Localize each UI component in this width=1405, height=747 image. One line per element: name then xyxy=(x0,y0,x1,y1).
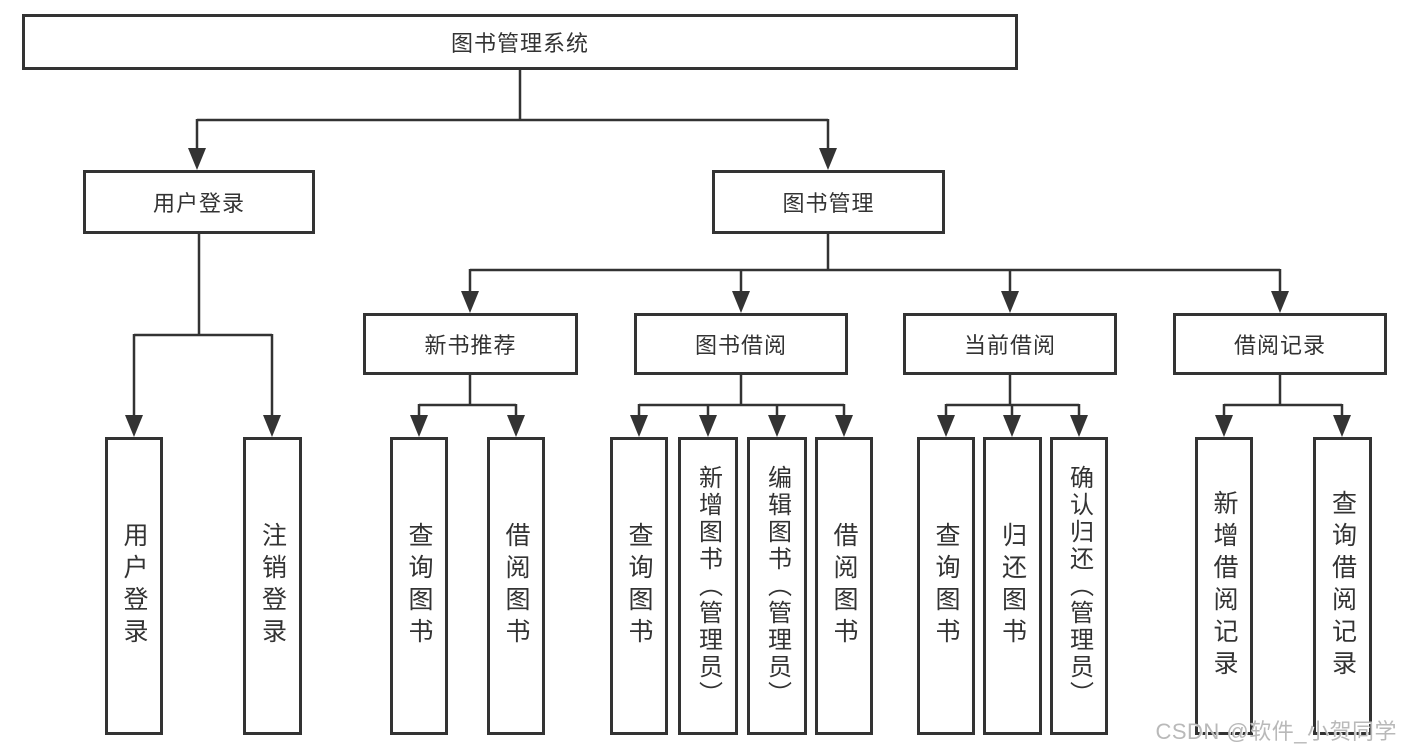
leaf-cur-query-books-label: 查询图书 xyxy=(932,522,960,650)
leaf-cur-query-books: 查询图书 xyxy=(917,437,975,735)
leaf-rec-query-borrow-record: 查询借阅记录 xyxy=(1313,437,1372,735)
leaf-bw-query-books: 查询图书 xyxy=(610,437,668,735)
node-root: 图书管理系统 xyxy=(22,14,1018,70)
leaf-bw-query-books-label: 查询图书 xyxy=(625,522,653,650)
leaf-bw-add-books-admin-label: 新增图书（管理员） xyxy=(694,464,722,708)
leaf-bw-edit-books-admin: 编辑图书（管理员） xyxy=(747,437,807,735)
node-book-management-label: 图书管理 xyxy=(782,191,875,216)
leaf-rec-add-borrow-record-label: 新增借阅记录 xyxy=(1210,490,1238,682)
leaf-nb-query-books: 查询图书 xyxy=(390,437,448,735)
node-new-book-recommend-label: 新书推荐 xyxy=(424,333,517,358)
node-current-borrowing-label: 当前借阅 xyxy=(963,333,1056,358)
leaf-bw-borrow-books: 借阅图书 xyxy=(815,437,873,735)
leaf-cur-confirm-return-admin: 确认归还（管理员） xyxy=(1050,437,1108,735)
leaf-nb-borrow-books: 借阅图书 xyxy=(487,437,545,735)
leaf-logout-login-label: 注销登录 xyxy=(258,522,287,650)
csdn-watermark: CSDN @软件_小贺同学 xyxy=(1155,719,1397,744)
leaf-nb-borrow-books-label: 借阅图书 xyxy=(502,522,530,650)
leaf-cur-return-books: 归还图书 xyxy=(983,437,1042,735)
node-new-book-recommend: 新书推荐 xyxy=(363,313,578,375)
leaf-rec-add-borrow-record: 新增借阅记录 xyxy=(1195,437,1253,735)
leaf-nb-query-books-label: 查询图书 xyxy=(405,522,433,650)
node-current-borrowing: 当前借阅 xyxy=(903,313,1117,375)
leaf-user-login-label: 用户登录 xyxy=(120,522,148,650)
leaf-bw-add-books-admin: 新增图书（管理员） xyxy=(678,437,738,735)
node-user-login-label: 用户登录 xyxy=(152,191,245,216)
node-borrow-records-label: 借阅记录 xyxy=(1233,333,1326,358)
node-user-login: 用户登录 xyxy=(83,170,315,234)
node-borrow-records: 借阅记录 xyxy=(1173,313,1387,375)
leaf-bw-borrow-books-label: 借阅图书 xyxy=(830,522,858,650)
leaf-bw-edit-books-admin-label: 编辑图书（管理员） xyxy=(763,464,791,708)
node-book-management: 图书管理 xyxy=(712,170,945,234)
leaf-cur-confirm-return-admin-label: 确认归还（管理员） xyxy=(1065,464,1093,708)
node-book-borrowing: 图书借阅 xyxy=(634,313,848,375)
node-root-label: 图书管理系统 xyxy=(450,31,589,56)
leaf-rec-query-borrow-record-label: 查询借阅记录 xyxy=(1328,490,1357,682)
leaf-user-login: 用户登录 xyxy=(105,437,163,735)
leaf-logout-login: 注销登录 xyxy=(243,437,302,735)
node-book-borrowing-label: 图书借阅 xyxy=(694,333,787,358)
leaf-cur-return-books-label: 归还图书 xyxy=(998,522,1027,650)
